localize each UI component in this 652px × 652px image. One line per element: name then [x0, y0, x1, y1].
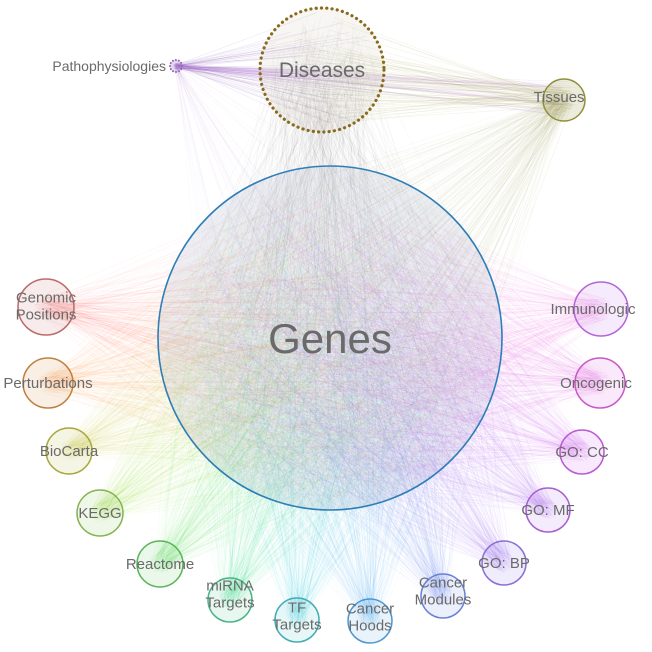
edge-fan-reactome-genes [149, 181, 496, 575]
node-oncogenic[interactable] [574, 357, 626, 409]
node-go_bp-label: GO: BP [478, 555, 530, 572]
edge-fan-pathophysiologies-diseases [173, 12, 380, 124]
edge-fan-pathophysiologies-genes [173, 63, 438, 466]
node-diseases[interactable] [258, 6, 386, 134]
node-reactome-label: Reactome [126, 556, 194, 573]
node-go_bp[interactable] [481, 540, 527, 586]
node-go_cc[interactable] [559, 429, 605, 475]
node-diseases-label: Diseases [279, 59, 365, 82]
node-kegg-label: KEGG [78, 505, 121, 522]
node-pathophysiologies-label: Pathophysiologies [52, 58, 166, 74]
node-cancer_hoods[interactable] [347, 598, 393, 644]
node-immunologic-label: Immunologic [550, 301, 636, 318]
node-tf_targets[interactable] [274, 597, 320, 643]
edge-fan-biocarta-genes [58, 176, 477, 494]
edge-fan-kegg-genes [89, 179, 491, 524]
edge-fan-genomic_positions-genes [33, 184, 481, 487]
node-genes-area [158, 166, 502, 510]
edge-fan-tissues-genes [173, 90, 575, 496]
node-go_cc-label: GO: CC [555, 444, 609, 461]
edge-fan-cancer_modules-genes [169, 176, 495, 606]
node-go_mf[interactable] [525, 487, 571, 533]
node-biocarta-label: BioCarta [40, 443, 99, 460]
node-tissues-label: Tissues [533, 89, 584, 106]
edge-fan-go_bp-genes [169, 182, 514, 574]
edge-fan-diseases-genes [163, 16, 496, 505]
node-genes[interactable] [157, 165, 503, 511]
edge-fan-immunologic-genes [171, 184, 614, 492]
edge-fan-go_cc-genes [168, 177, 592, 489]
node-perturbations-label: Perturbations [3, 375, 92, 392]
edge-fan-perturbations-genes [37, 175, 485, 496]
edge-fan-mirna_targets-genes [164, 179, 491, 610]
node-mirna_targets[interactable] [207, 577, 253, 623]
node-pathophysiologies[interactable] [169, 59, 183, 73]
node-cancer_modules[interactable] [420, 573, 466, 619]
node-oncogenic-label: Oncogenic [560, 375, 632, 392]
edge-fan-go_mf-genes [186, 177, 558, 520]
edge-fan-pathophysiologies-tissues [173, 62, 580, 117]
node-perturbations[interactable] [22, 357, 74, 409]
node-kegg[interactable] [76, 489, 124, 537]
node-genes-label: Genes [268, 315, 392, 362]
edge-fan-tf_targets-genes [167, 176, 487, 630]
node-genomic_positions[interactable] [17, 278, 75, 336]
node-immunologic[interactable] [573, 281, 629, 337]
node-tissues[interactable] [542, 78, 586, 122]
node-go_mf-label: GO: MF [521, 502, 574, 519]
node-reactome[interactable] [136, 540, 184, 588]
node-biocarta[interactable] [45, 427, 93, 475]
edge-fan-tissues-diseases [271, 17, 575, 124]
edge-fan-cancer_hoods-genes [187, 183, 494, 631]
